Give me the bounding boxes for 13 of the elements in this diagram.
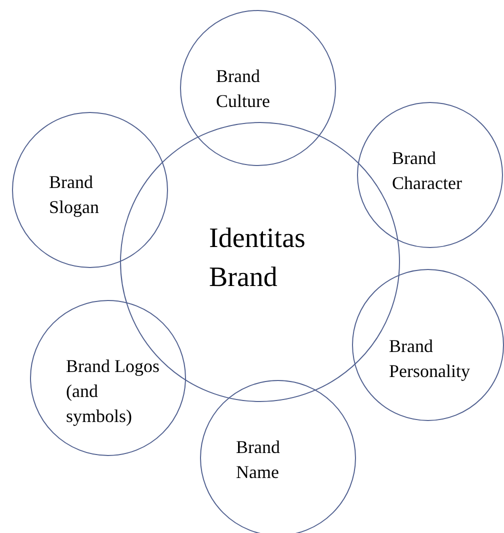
node-label: Brand Logos (and symbols): [66, 355, 160, 428]
node-label: Brand Personality: [389, 335, 471, 384]
node-label: Brand Slogan: [49, 171, 100, 220]
circle-node: [352, 269, 504, 421]
node-label: Identitas Brand: [209, 222, 306, 296]
circle-node: [200, 380, 356, 533]
circle-node: [180, 10, 336, 166]
node-label: Brand Character: [392, 147, 463, 196]
circle-node: [12, 112, 168, 268]
circle-node: [30, 300, 186, 456]
circle-node: [357, 102, 503, 248]
node-label: Brand Culture: [216, 65, 271, 114]
node-label: Brand Name: [236, 436, 281, 484]
